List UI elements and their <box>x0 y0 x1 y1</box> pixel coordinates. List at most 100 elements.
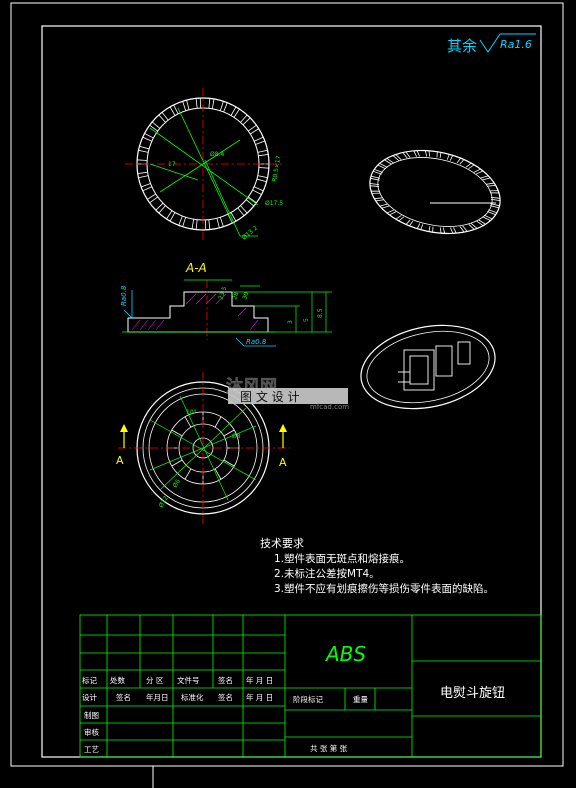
roughness-symbol-icon <box>479 33 536 53</box>
bottom-dim-b: Ø8 <box>232 433 241 440</box>
roughness-bottom-icon <box>235 337 276 347</box>
knurl-tooth <box>169 104 179 116</box>
rib-spoke <box>184 468 192 480</box>
title-block-text: ABS 电熨斗旋钮 标记 处数 分 区 文件号 签名 年 月 日 设计 签名 年… <box>82 642 505 754</box>
knurl-tooth <box>149 121 161 132</box>
knurl-tooth <box>485 182 497 187</box>
knurl-tooth <box>369 175 381 181</box>
tech-item-3: 3.塑件不应有划痕擦伤等损伤零件表面的缺陷。 <box>274 582 494 595</box>
rib-spoke <box>171 429 183 437</box>
tb-row1-col3: 分 区 <box>146 676 164 685</box>
knurl-tooth <box>378 203 390 209</box>
knurl-tooth <box>416 223 424 231</box>
knurl-tooth <box>182 99 190 111</box>
knurl-tooth <box>476 219 487 227</box>
knurl-tooth <box>230 106 241 118</box>
knurl-tooth <box>245 196 257 207</box>
knurl-tooth <box>155 202 166 214</box>
section-dim-c: 30 <box>241 291 250 301</box>
tb-row1-col5: 签名 <box>218 675 233 685</box>
rib-spoke <box>184 416 192 428</box>
knurl-tooth <box>140 183 153 192</box>
knurl-tooth <box>195 97 202 109</box>
section-dim-a: 23.5 <box>217 286 228 301</box>
roughness-bottom-value: Ra0.8 <box>246 338 267 346</box>
ring-teeth <box>369 150 501 234</box>
rib-spoke <box>223 429 235 437</box>
surface-finish-value: Ra1.6 <box>500 38 532 51</box>
knurl-tooth <box>256 175 269 183</box>
knurl-tooth <box>450 227 457 234</box>
knob-inner-detail <box>398 341 471 391</box>
bottom-dim-a: 10° <box>186 409 197 416</box>
section-dim-f: 3 <box>287 320 294 324</box>
knurl-tooth <box>178 215 187 228</box>
knurl-tooth <box>383 157 394 165</box>
arrow-up-icon <box>279 424 287 432</box>
bottom-dim-lines <box>149 395 257 501</box>
roughness-bottom: Ra0.8 <box>235 337 276 347</box>
knurl-tooth <box>158 111 169 123</box>
stage-label: 阶段标记 <box>293 694 323 704</box>
knurl-tooth <box>428 226 434 233</box>
knurl-tooth <box>402 151 411 159</box>
tech-heading: 技术要求 <box>260 537 304 550</box>
tb-left-2: 审核 <box>84 727 99 737</box>
tech-item-2: 2.未标注公差按MT4。 <box>274 567 380 580</box>
top-dimension-lines <box>149 107 259 237</box>
knurl-tooth <box>446 153 454 161</box>
tb-left-1: 制图 <box>84 710 99 720</box>
knurl-tooth <box>413 150 420 157</box>
section-view: 23.5 28 30 8.5 5 3 Ra0.8 Ra0.8 <box>120 279 332 347</box>
knurl-tooth <box>369 182 380 187</box>
knurl-tooth <box>468 223 478 230</box>
tb-row2-col3: 年月日 <box>146 692 169 702</box>
section-marker-right-label: A <box>279 456 287 469</box>
tb-row1-col6: 年 月 日 <box>246 675 273 685</box>
rib-spoke <box>223 459 235 467</box>
knurl-tooth <box>204 219 211 231</box>
part-name: 电熨斗旋钮 <box>440 686 505 701</box>
section-marker-left-label: A <box>116 454 124 467</box>
knurl-tooth <box>386 209 397 216</box>
material-label: ABS <box>324 642 366 666</box>
surface-finish-prefix: 其余 <box>447 37 477 55</box>
tb-row2-col1: 设计 <box>82 692 97 702</box>
knurl-tooth <box>459 225 468 233</box>
knurl-tooth <box>490 197 501 202</box>
sheet-count: 共 张 第 张 <box>310 743 348 753</box>
knurl-tooth <box>489 203 501 209</box>
section-dim-d: 8.5 <box>317 308 324 318</box>
knurl-tooth <box>219 100 228 113</box>
knurl-tooth <box>253 136 266 145</box>
knurl-tooth <box>487 209 498 216</box>
section-title: A-A <box>185 261 207 275</box>
knurl-tooth <box>436 151 442 158</box>
top-view-teeth <box>136 97 270 231</box>
section-marker-right: A <box>279 424 287 469</box>
tb-row1-col1: 标记 <box>82 675 97 685</box>
knurl-tooth <box>370 190 381 194</box>
tb-row2-col5: 签名 <box>218 692 233 702</box>
bottom-view: 10° Ø8 Ø6 Ø12 A A <box>116 372 290 524</box>
knurl-tooth <box>216 217 224 229</box>
inner-frame <box>41 25 542 758</box>
knob-inner-ellipse <box>366 330 490 404</box>
knurl-tooth <box>395 215 405 222</box>
knurl-tooth <box>392 154 402 161</box>
knurl-tooth <box>191 219 198 231</box>
knurl-tooth <box>142 132 154 142</box>
knurl-tooth <box>373 197 385 202</box>
knurl-tooth <box>377 162 388 170</box>
section-hatch <box>131 293 259 331</box>
technical-requirements: 技术要求 1.塑件表面无斑点和熔接痕。 2.未标注公差按MT4。 3.塑件不应有… <box>260 537 494 595</box>
knurl-tooth <box>480 175 492 181</box>
knob-outer-ellipse <box>360 324 496 410</box>
knurl-tooth <box>208 97 215 109</box>
knurl-tooth <box>240 114 251 126</box>
surface-finish-note: 其余 Ra1.6 <box>447 33 536 55</box>
isometric-view-knob <box>360 324 496 410</box>
knurl-tooth <box>456 157 465 165</box>
rib-spoke <box>214 416 222 428</box>
